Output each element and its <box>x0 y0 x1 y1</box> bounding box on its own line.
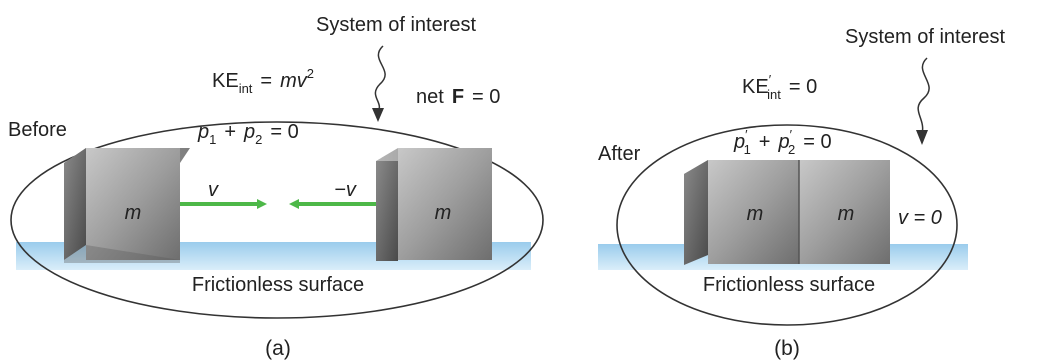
system-of-interest-label-b: System of interest <box>845 26 1006 48</box>
system-pointer-head-a <box>372 108 384 122</box>
before-label: Before <box>8 119 67 141</box>
velocity-label-right-a: −v <box>334 179 357 201</box>
block-right-a: m <box>376 148 492 261</box>
block-left-a: m <box>64 148 190 263</box>
mass-label-right-b: m <box>838 203 855 225</box>
velocity-zero-label: v = 0 <box>898 207 942 229</box>
ke-equation-a: KEint=mv2 <box>212 66 314 96</box>
mass-label-left-a: m <box>125 202 142 224</box>
velocity-label-left-a: v <box>208 179 219 201</box>
system-pointer-b <box>917 57 930 135</box>
system-pointer-head-b <box>916 130 928 145</box>
caption-a: (a) <box>265 337 291 360</box>
caption-b: (b) <box>774 337 800 360</box>
momentum-equation-b: p′1+p′2= 0 <box>733 127 832 157</box>
system-boundary-b <box>616 124 958 326</box>
surface-label-b: Frictionless surface <box>703 274 875 296</box>
joined-blocks-b: m m <box>684 160 890 265</box>
panel-b: m m After System of interest KE′int= 0 p… <box>598 26 1006 360</box>
momentum-equation-a: p1+p2= 0 <box>197 121 299 147</box>
after-label: After <box>598 143 641 165</box>
system-of-interest-label-a: System of interest <box>316 14 477 36</box>
system-boundary-a <box>10 121 544 319</box>
ke-equation-b: KE′int= 0 <box>742 72 817 102</box>
surface-label-a: Frictionless surface <box>192 274 364 296</box>
mass-label-left-b: m <box>747 203 764 225</box>
mass-label-right-a: m <box>435 202 452 224</box>
system-pointer-a <box>374 45 386 113</box>
panel-a: m m v −v Before System of interest KEint… <box>8 14 544 360</box>
